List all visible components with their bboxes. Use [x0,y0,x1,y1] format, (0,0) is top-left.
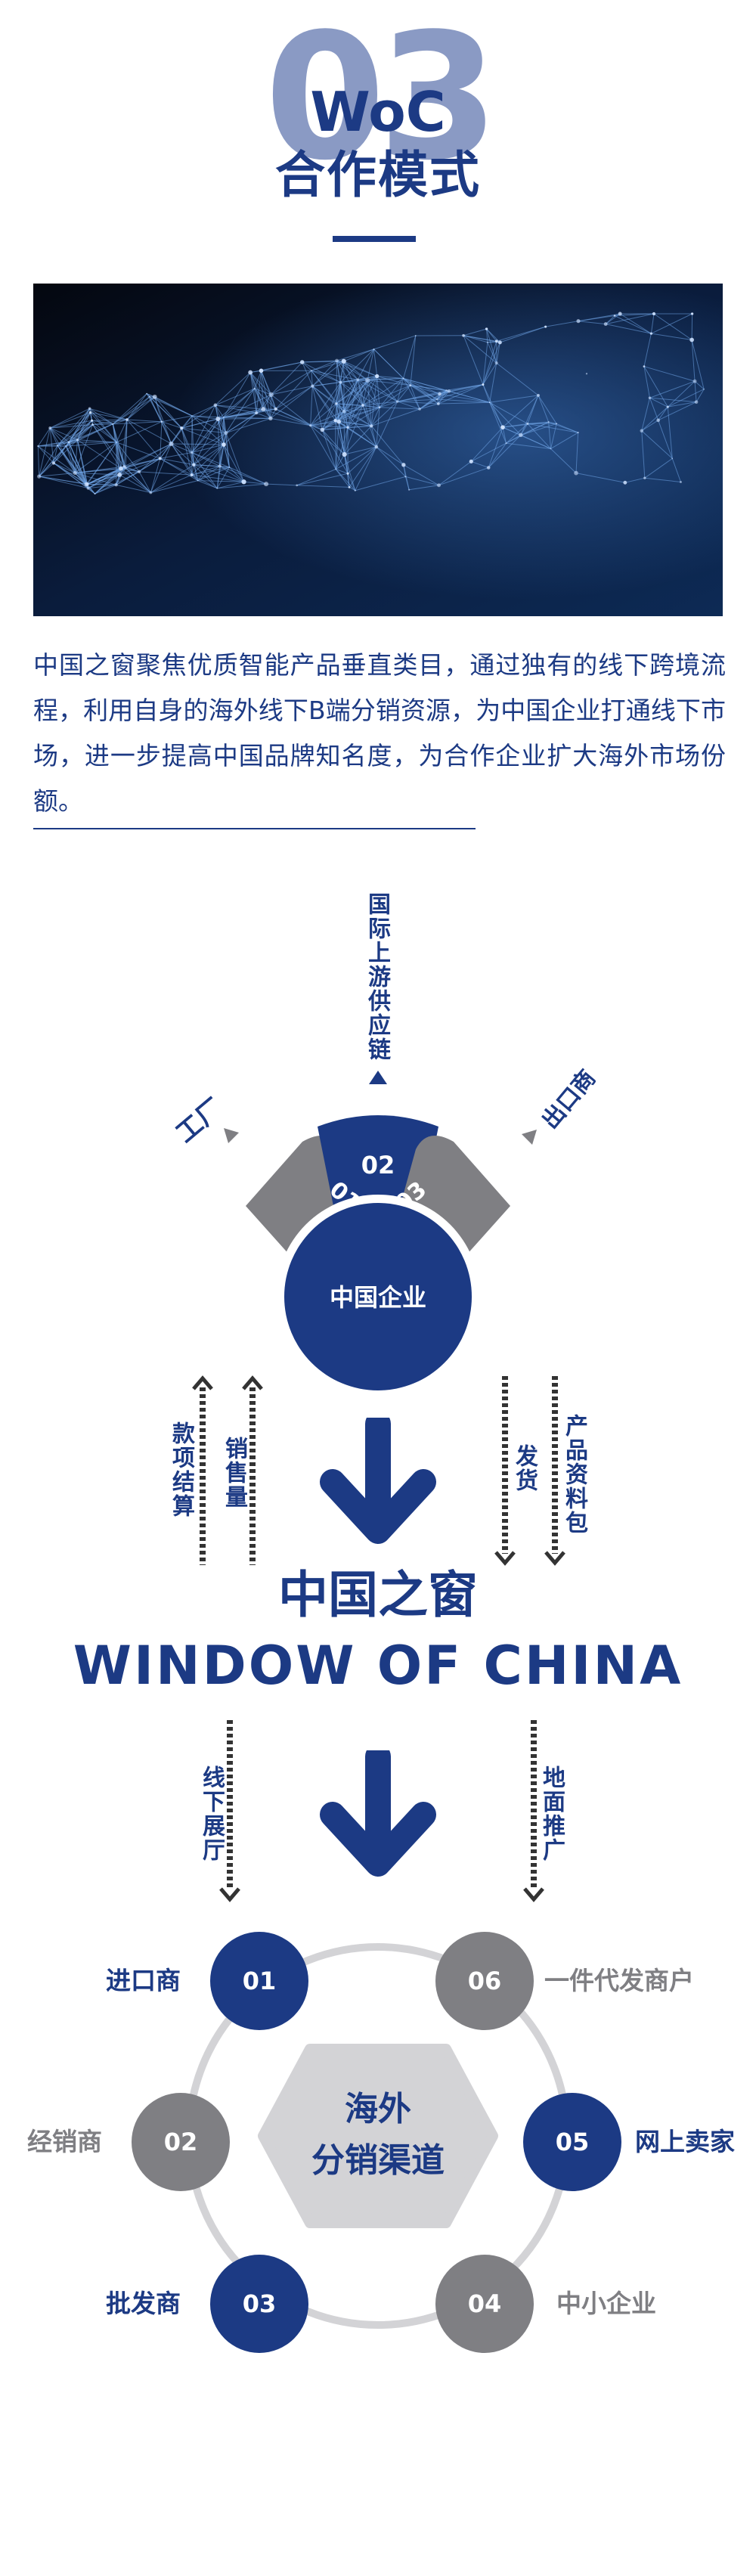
channel-hexagon [258,2044,498,2228]
sme-label: 中小企业 [556,2289,656,2318]
settlement-label: 款项结算 [168,1421,194,1518]
channel-node-05: 05 [523,2093,621,2191]
chinese-enterprise-circle [284,1203,472,1390]
channel-node-01: 01 [210,1932,308,2030]
title-underline [333,236,416,242]
channel-node-03: 03 [210,2255,308,2353]
distributor-label: 经销商 [27,2127,102,2156]
shipping-flow-arrow-icon [494,1376,516,1566]
brand-cn-title: 中国之窗 [278,1566,478,1624]
intro-paragraph: 中国之窗聚焦优质智能产品垂直类目，通过独有的线下跨境流程，利用自身的海外线下B端… [33,650,726,816]
sales-flow-arrow-icon [242,1375,263,1565]
network-hero-image [33,284,723,616]
chinese-enterprise-label: 中国企业 [330,1283,426,1312]
ground-promo-label: 地面推广 [538,1765,565,1862]
down-arrow-icon [320,1418,436,1544]
down-arrow-icon-2 [320,1750,436,1877]
product-pack-label: 产品资料包 [561,1414,587,1535]
brand-name: WoC [310,80,446,144]
factory-arrow-icon [224,1128,239,1143]
brand-en-title: WINDOW OF CHINA [73,1635,683,1697]
online-seller-label: 网上卖家 [635,2127,735,2156]
showroom-label: 线下展厅 [198,1765,225,1862]
shipping-label: 发货 [511,1444,538,1493]
page-title: 合作模式 [275,146,481,204]
channel-center-line2: 分销渠道 [311,2141,445,2180]
section-number: 03 [264,0,499,199]
exporter-arrow-icon [522,1130,537,1145]
channel-center-line1: 海外 [345,2090,411,2128]
wholesaler-label: 批发商 [106,2289,181,2318]
intro-divider [33,828,476,829]
showroom-flow-arrow-icon [219,1720,240,1902]
upstream-arrow-icon [369,1071,387,1084]
channel-node-06: 06 [435,1932,534,2030]
ground-promo-flow-arrow-icon [523,1720,544,1902]
settlement-flow-arrow-icon [192,1375,213,1565]
product-pack-flow-arrow-icon [544,1376,565,1566]
dropship-merchant-label: 一件代发商户 [544,1966,694,1995]
importer-label: 进口商 [106,1966,181,1995]
sales-volume-label: 销售量 [221,1437,247,1509]
channel-node-04: 04 [435,2255,534,2353]
segment-02-number: 02 [361,1151,395,1180]
supply-fan-diagram: 01 02 03 中国企业 [246,1115,510,1399]
upstream-supply-label: 国际上游供应链 [364,892,390,1062]
channel-node-02: 02 [132,2093,230,2191]
